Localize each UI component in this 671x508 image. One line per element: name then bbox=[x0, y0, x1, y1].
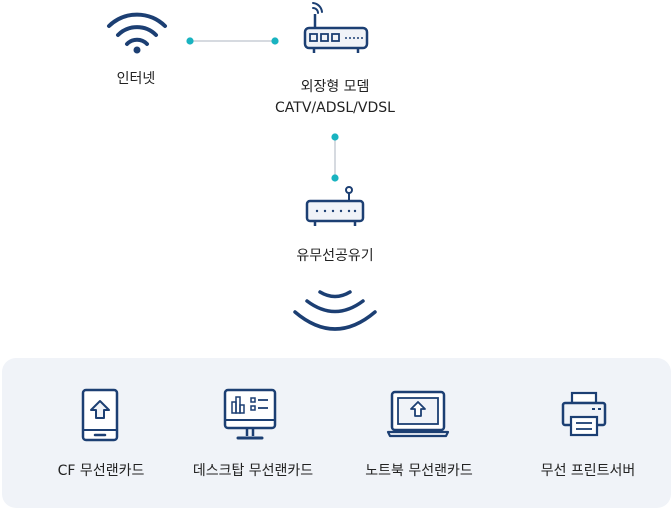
device-label-desktop: 데스크탑 무선랜카드 bbox=[192, 463, 314, 479]
modem-icon bbox=[303, 2, 369, 53]
signal-waves-icon bbox=[293, 290, 377, 331]
router-label: 유무선공유기 bbox=[296, 248, 374, 264]
laptop-upload-icon bbox=[386, 390, 450, 438]
desktop-monitor-icon bbox=[223, 388, 277, 440]
internet-label: 인터넷 bbox=[116, 71, 156, 87]
modem-label: 외장형 모뎀 bbox=[300, 79, 370, 95]
printer-icon bbox=[561, 391, 607, 437]
device-label-printer: 무선 프린트서버 bbox=[540, 463, 636, 479]
device-label-cf: CF 무선랜카드 bbox=[57, 463, 145, 479]
router-icon bbox=[305, 186, 365, 226]
mobile-upload-icon bbox=[81, 388, 119, 442]
device-label-laptop: 노트북 무선랜카드 bbox=[365, 463, 473, 479]
modem-sublabel: CATV/ADSL/VDSL bbox=[275, 100, 395, 116]
wifi-icon bbox=[107, 12, 167, 54]
